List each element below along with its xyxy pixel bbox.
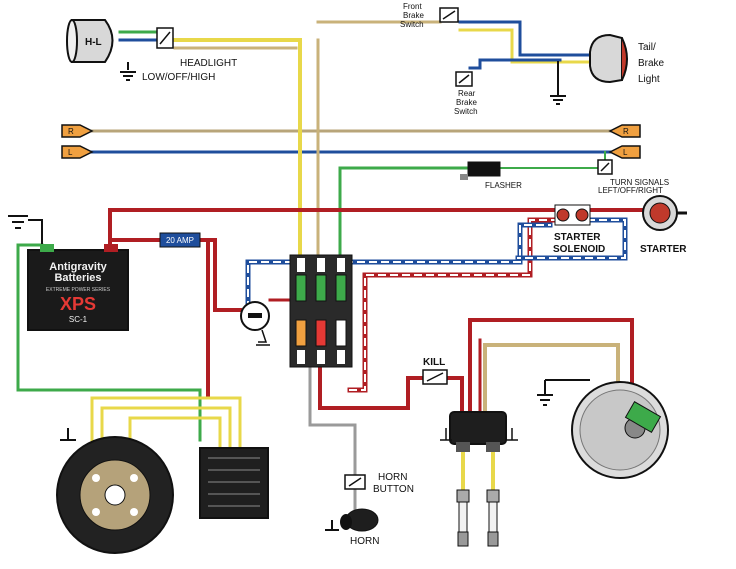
tail-light (550, 33, 628, 105)
headlight-wires (118, 30, 302, 257)
flasher-label: FLASHER (485, 181, 522, 190)
headlight: H-L (66, 19, 136, 81)
rear-brake-label-3: Switch (454, 107, 478, 116)
flasher (460, 161, 501, 180)
kill-label: KILL (423, 357, 445, 368)
headlight-label-1: HEADLIGHT (180, 58, 237, 69)
spark-plug-right (486, 489, 500, 547)
headlight-face-label: H-L (85, 37, 102, 48)
tail-light-label-1: Tail/ (638, 42, 656, 53)
fuse-20-amp-label: 20 AMP (166, 236, 194, 245)
rear-brake-label-1: Rear (458, 89, 476, 98)
turn-signal-left-r: R (61, 124, 94, 138)
spark-plug-left (456, 489, 470, 547)
turn-r-left-label: R (68, 127, 74, 136)
starter-motor (642, 195, 687, 231)
front-brake-label-1: Front (403, 2, 422, 11)
battery-model: XPS (60, 294, 96, 314)
turn-r-right-label: R (623, 127, 629, 136)
battery-brand-2: Batteries (54, 272, 101, 284)
stator (56, 428, 174, 554)
turn-signal-right-l: L (608, 145, 641, 159)
ignition-coil (440, 411, 518, 452)
turn-signals-label-2: LEFT/OFF/RIGHT (598, 186, 663, 195)
fuse-20-amp (159, 232, 201, 248)
starter-solenoid-label-1: STARTER (554, 232, 601, 243)
battery-series: EXTREME POWER SERIES (46, 287, 111, 293)
turn-l-right-label: L (623, 148, 628, 157)
brake-wires (316, 20, 592, 257)
ignition-key-switch[interactable] (240, 301, 270, 346)
turn-signals-label-1: TURN SIGNALS (610, 178, 669, 187)
fuse-box (289, 254, 353, 368)
flasher-wire (338, 166, 472, 257)
battery: Antigravity Batteries EXTREME POWER SERI… (27, 244, 129, 331)
ignition-pickup (537, 379, 669, 479)
battery-sub: SC-1 (69, 315, 88, 324)
front-brake-label-2: Brake (403, 11, 424, 20)
starter-solenoid (554, 204, 591, 226)
starter-label: STARTER (640, 244, 687, 255)
battery-brand-1: Antigravity (49, 261, 107, 273)
regulator-rectifier (199, 447, 269, 519)
rear-brake-label-2: Brake (456, 98, 477, 107)
headlight-label-2: LOW/OFF/HIGH (142, 72, 215, 83)
main-red-wires (108, 208, 634, 414)
horn (325, 508, 379, 532)
starter-solenoid-label-2: SOLENOID (553, 244, 605, 255)
tail-light-label-3: Light (638, 74, 660, 85)
horn-button-label-2: BUTTON (373, 484, 414, 495)
tail-light-label-2: Brake (638, 58, 665, 69)
turn-signal-right-r: R (608, 124, 641, 138)
stator-wires (90, 396, 242, 452)
horn-button-label-1: HORN (378, 472, 407, 483)
horn-label: HORN (350, 536, 379, 547)
horn-wire (308, 363, 357, 477)
turn-signal-wires (88, 129, 617, 154)
front-brake-label-3: Switch (400, 20, 424, 29)
battery-ground (8, 215, 43, 245)
starter-red-dashed (347, 217, 558, 393)
turn-l-left-label: L (68, 148, 73, 157)
turn-signal-left-l: L (61, 145, 94, 159)
